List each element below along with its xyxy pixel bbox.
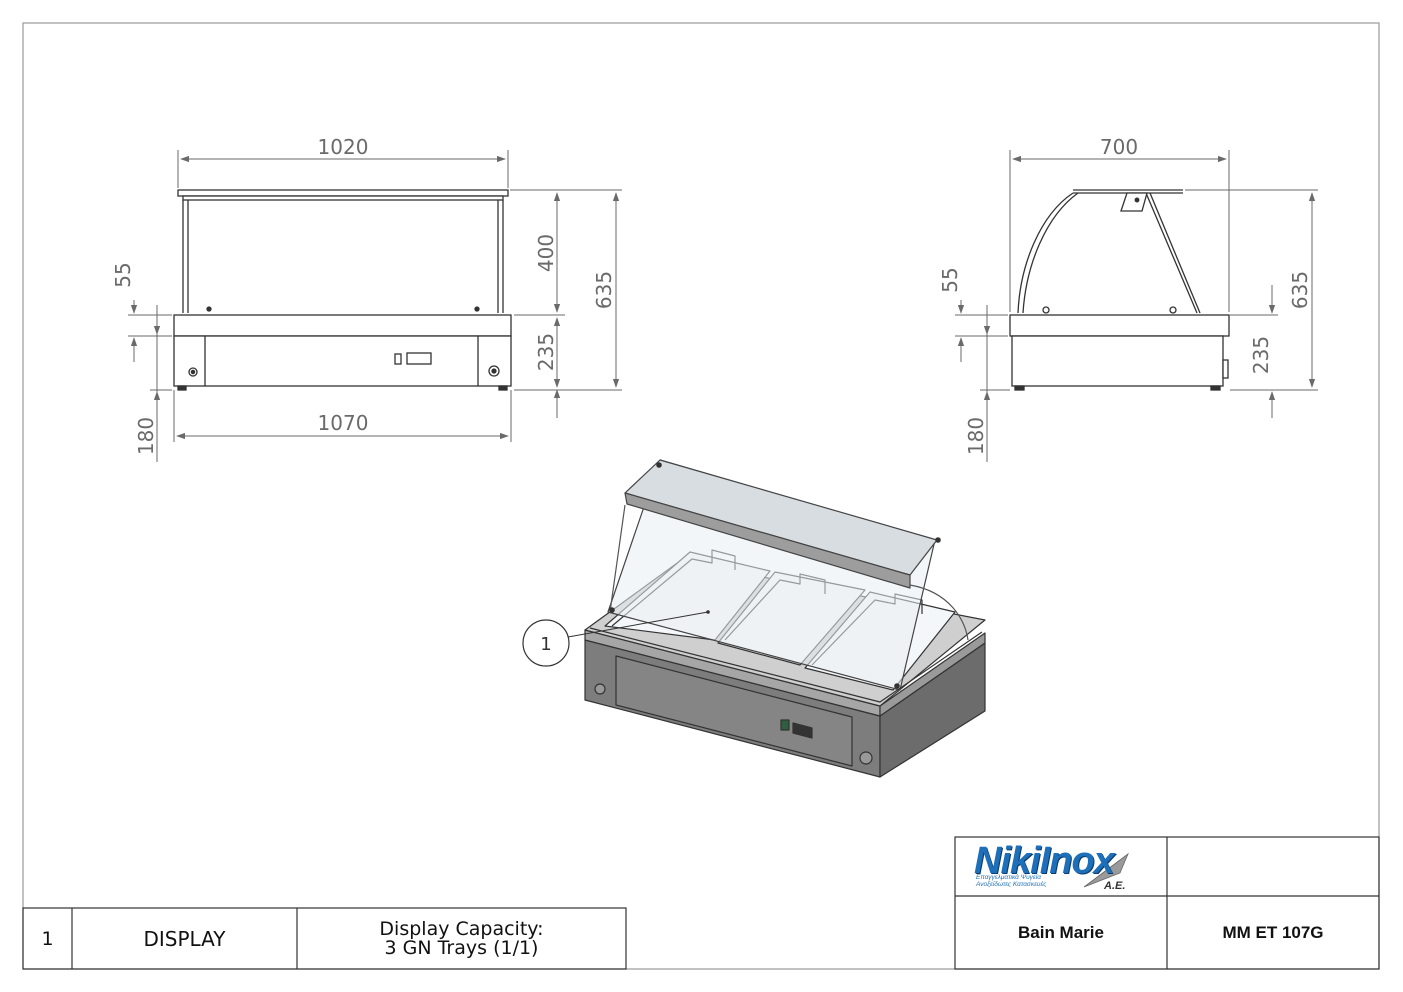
dim-front-width-top: 1020 (318, 135, 369, 159)
dim-side-height-feet: 180 (964, 417, 988, 455)
front-body (173, 335, 512, 387)
dim-front-height-body: 235 (534, 333, 558, 371)
dim-front-height-total: 635 (592, 271, 616, 309)
sheet-border (22, 22, 1380, 970)
tagline-line2: Ανοξείδωτες Κατασκευές (976, 881, 1047, 888)
bom-description-line2: 3 GN Trays (1/1) (384, 936, 539, 959)
bom-table-lines (22, 907, 627, 970)
bom-description: Display Capacity: 3 GN Trays (1/1) (297, 908, 626, 969)
isometric-view (584, 459, 986, 778)
dim-front-height-feet: 180 (134, 417, 158, 455)
dim-front-width-bottom: 1070 (318, 411, 369, 435)
side-view (1009, 189, 1230, 391)
bom-item-number: 1 (41, 927, 54, 950)
company-tagline: Επαγγελματικά Ψυγεία Ανοξείδωτες Κατασκε… (976, 874, 1046, 888)
dim-side-height-body: 235 (1249, 336, 1273, 374)
bom-part-name: DISPLAY (143, 926, 226, 951)
logo-swoosh (1083, 852, 1129, 888)
side-dimensions (955, 150, 1318, 462)
company-logo: NikiInox (974, 840, 1115, 882)
tagline-line1: Επαγγελματικά Ψυγεία (976, 874, 1041, 881)
callout-label: 1 (540, 634, 551, 655)
company-suffix: Α.Ε. (1104, 880, 1126, 892)
callout-balloon (522, 610, 710, 667)
bom-description-line1: Display Capacity: (379, 917, 544, 940)
side-body (1011, 335, 1224, 387)
dim-front-height-glass: 400 (534, 234, 558, 272)
front-view (173, 189, 512, 391)
front-dimensions (128, 150, 622, 462)
dim-side-depth: 700 (1100, 135, 1138, 159)
dim-front-height-ledge: 55 (111, 262, 135, 287)
dim-side-height-ledge: 55 (938, 267, 962, 292)
model-code: MM ET 107G (1222, 922, 1324, 942)
dim-side-height-total: 635 (1288, 271, 1312, 309)
product-name: Bain Marie (1018, 922, 1104, 942)
title-block-lines (954, 836, 1380, 970)
